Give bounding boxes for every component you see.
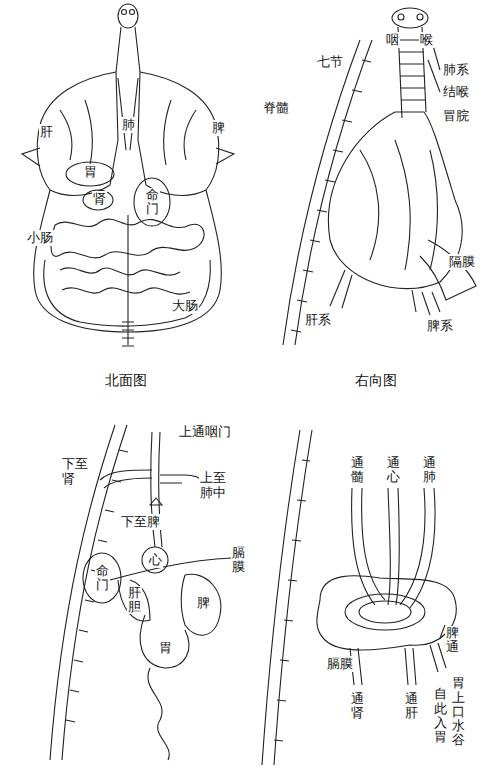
drawing-path [116, 27, 140, 72]
drawing-ellipse [83, 190, 113, 210]
organ-label: 肺 [121, 117, 136, 133]
heart-view-figure [50, 425, 232, 760]
channel-label: 通肾 [350, 692, 365, 721]
organ-label: 肝胆 [127, 586, 142, 615]
drawing-circle [398, 14, 404, 20]
vessel-label: 下至脾 [120, 514, 161, 530]
organ-label: 肾 [92, 191, 107, 207]
channel-label: 通肝 [404, 692, 419, 721]
part-label: 膈膜 [326, 656, 354, 672]
drawing-path [150, 498, 162, 505]
front-view-figure [22, 4, 234, 346]
drawing-path [118, 78, 138, 150]
organ-label: 命门 [95, 564, 110, 593]
drawing-path [37, 72, 118, 195]
drawing-path [274, 460, 310, 741]
organ-label: 肝 [39, 124, 54, 140]
vessel-label: 上至肺中 [199, 471, 228, 501]
part-label: 脾系 [426, 318, 454, 334]
drawing-path [60, 268, 190, 294]
drawing-path [400, 488, 435, 608]
organ-label: 命门 [145, 188, 160, 217]
drawing-ellipse [359, 601, 411, 623]
drawing-path [122, 322, 134, 346]
drawing-path [160, 475, 200, 483]
view-caption: 右向图 [354, 372, 398, 389]
drawing-ellipse [134, 178, 170, 226]
drawing-circle [417, 14, 423, 20]
organ-label: 胃 [83, 164, 98, 180]
diaphragm-view-figure [262, 430, 456, 765]
drawing-path [138, 72, 219, 195]
drawing-path [50, 425, 127, 760]
drawing-path [330, 270, 352, 308]
drawing-path [262, 430, 312, 765]
part-label: 咽 [385, 32, 400, 48]
channel-label: 通肺 [422, 456, 437, 485]
drawing-path [328, 112, 462, 289]
drawing-path [412, 290, 440, 315]
organ-label: 胃 [158, 640, 173, 656]
drawing-ellipse [392, 8, 428, 28]
view-caption: 北面图 [104, 372, 148, 389]
drawing-path [283, 40, 372, 345]
drawing-path [60, 100, 196, 165]
drawing-ellipse [66, 162, 114, 186]
part-label: 肺系 [442, 62, 470, 78]
organ-label: 小肠 [26, 230, 54, 246]
drawing-path [140, 615, 189, 668]
drawing-path [289, 40, 366, 345]
drawing-circle [122, 10, 127, 15]
side-view-figure [283, 8, 476, 345]
part-label: 结喉 [442, 84, 470, 100]
organ-label: 大肠 [171, 298, 199, 314]
part-label: 七节 [316, 54, 344, 70]
part-label: 脊髓 [262, 100, 290, 116]
part-label: 肝系 [304, 312, 332, 328]
drawing-path [388, 488, 399, 605]
vessel-label: 上通咽门 [178, 424, 232, 440]
vessel-label: 下至肾 [61, 457, 90, 487]
organ-label: 心 [148, 552, 163, 568]
drawing-path [100, 470, 152, 488]
channel-label: 脾通 [445, 626, 460, 655]
drawing-path [44, 260, 211, 326]
drawing-ellipse [83, 553, 121, 603]
channel-label: 胃上口水谷 [451, 676, 466, 747]
channel-label: 通心 [386, 456, 401, 485]
drawing-ellipse [118, 4, 138, 28]
drawing-path [420, 240, 476, 300]
drawing-path [22, 148, 234, 166]
drawing-path [405, 648, 416, 685]
part-label: 喉 [419, 32, 434, 48]
part-label: 冒脘 [442, 108, 470, 124]
drawing-path [352, 488, 385, 605]
organ-label: 脾 [196, 595, 211, 611]
organ-label: 膈膜 [231, 546, 246, 575]
drawing-path [118, 580, 150, 621]
part-label: 隔膜 [448, 254, 476, 270]
drawing-path [360, 140, 438, 270]
drawing-path [148, 668, 169, 760]
drawing-path [399, 40, 426, 100]
channel-label: 通髓 [350, 456, 365, 485]
drawing-path [110, 558, 232, 580]
channel-label: 自此入胃 [433, 687, 448, 744]
drawing-circle [130, 10, 135, 15]
drawing-path [181, 574, 221, 635]
drawing-path [317, 576, 456, 650]
organ-label: 脾 [211, 120, 226, 136]
drawing-path [127, 215, 128, 345]
